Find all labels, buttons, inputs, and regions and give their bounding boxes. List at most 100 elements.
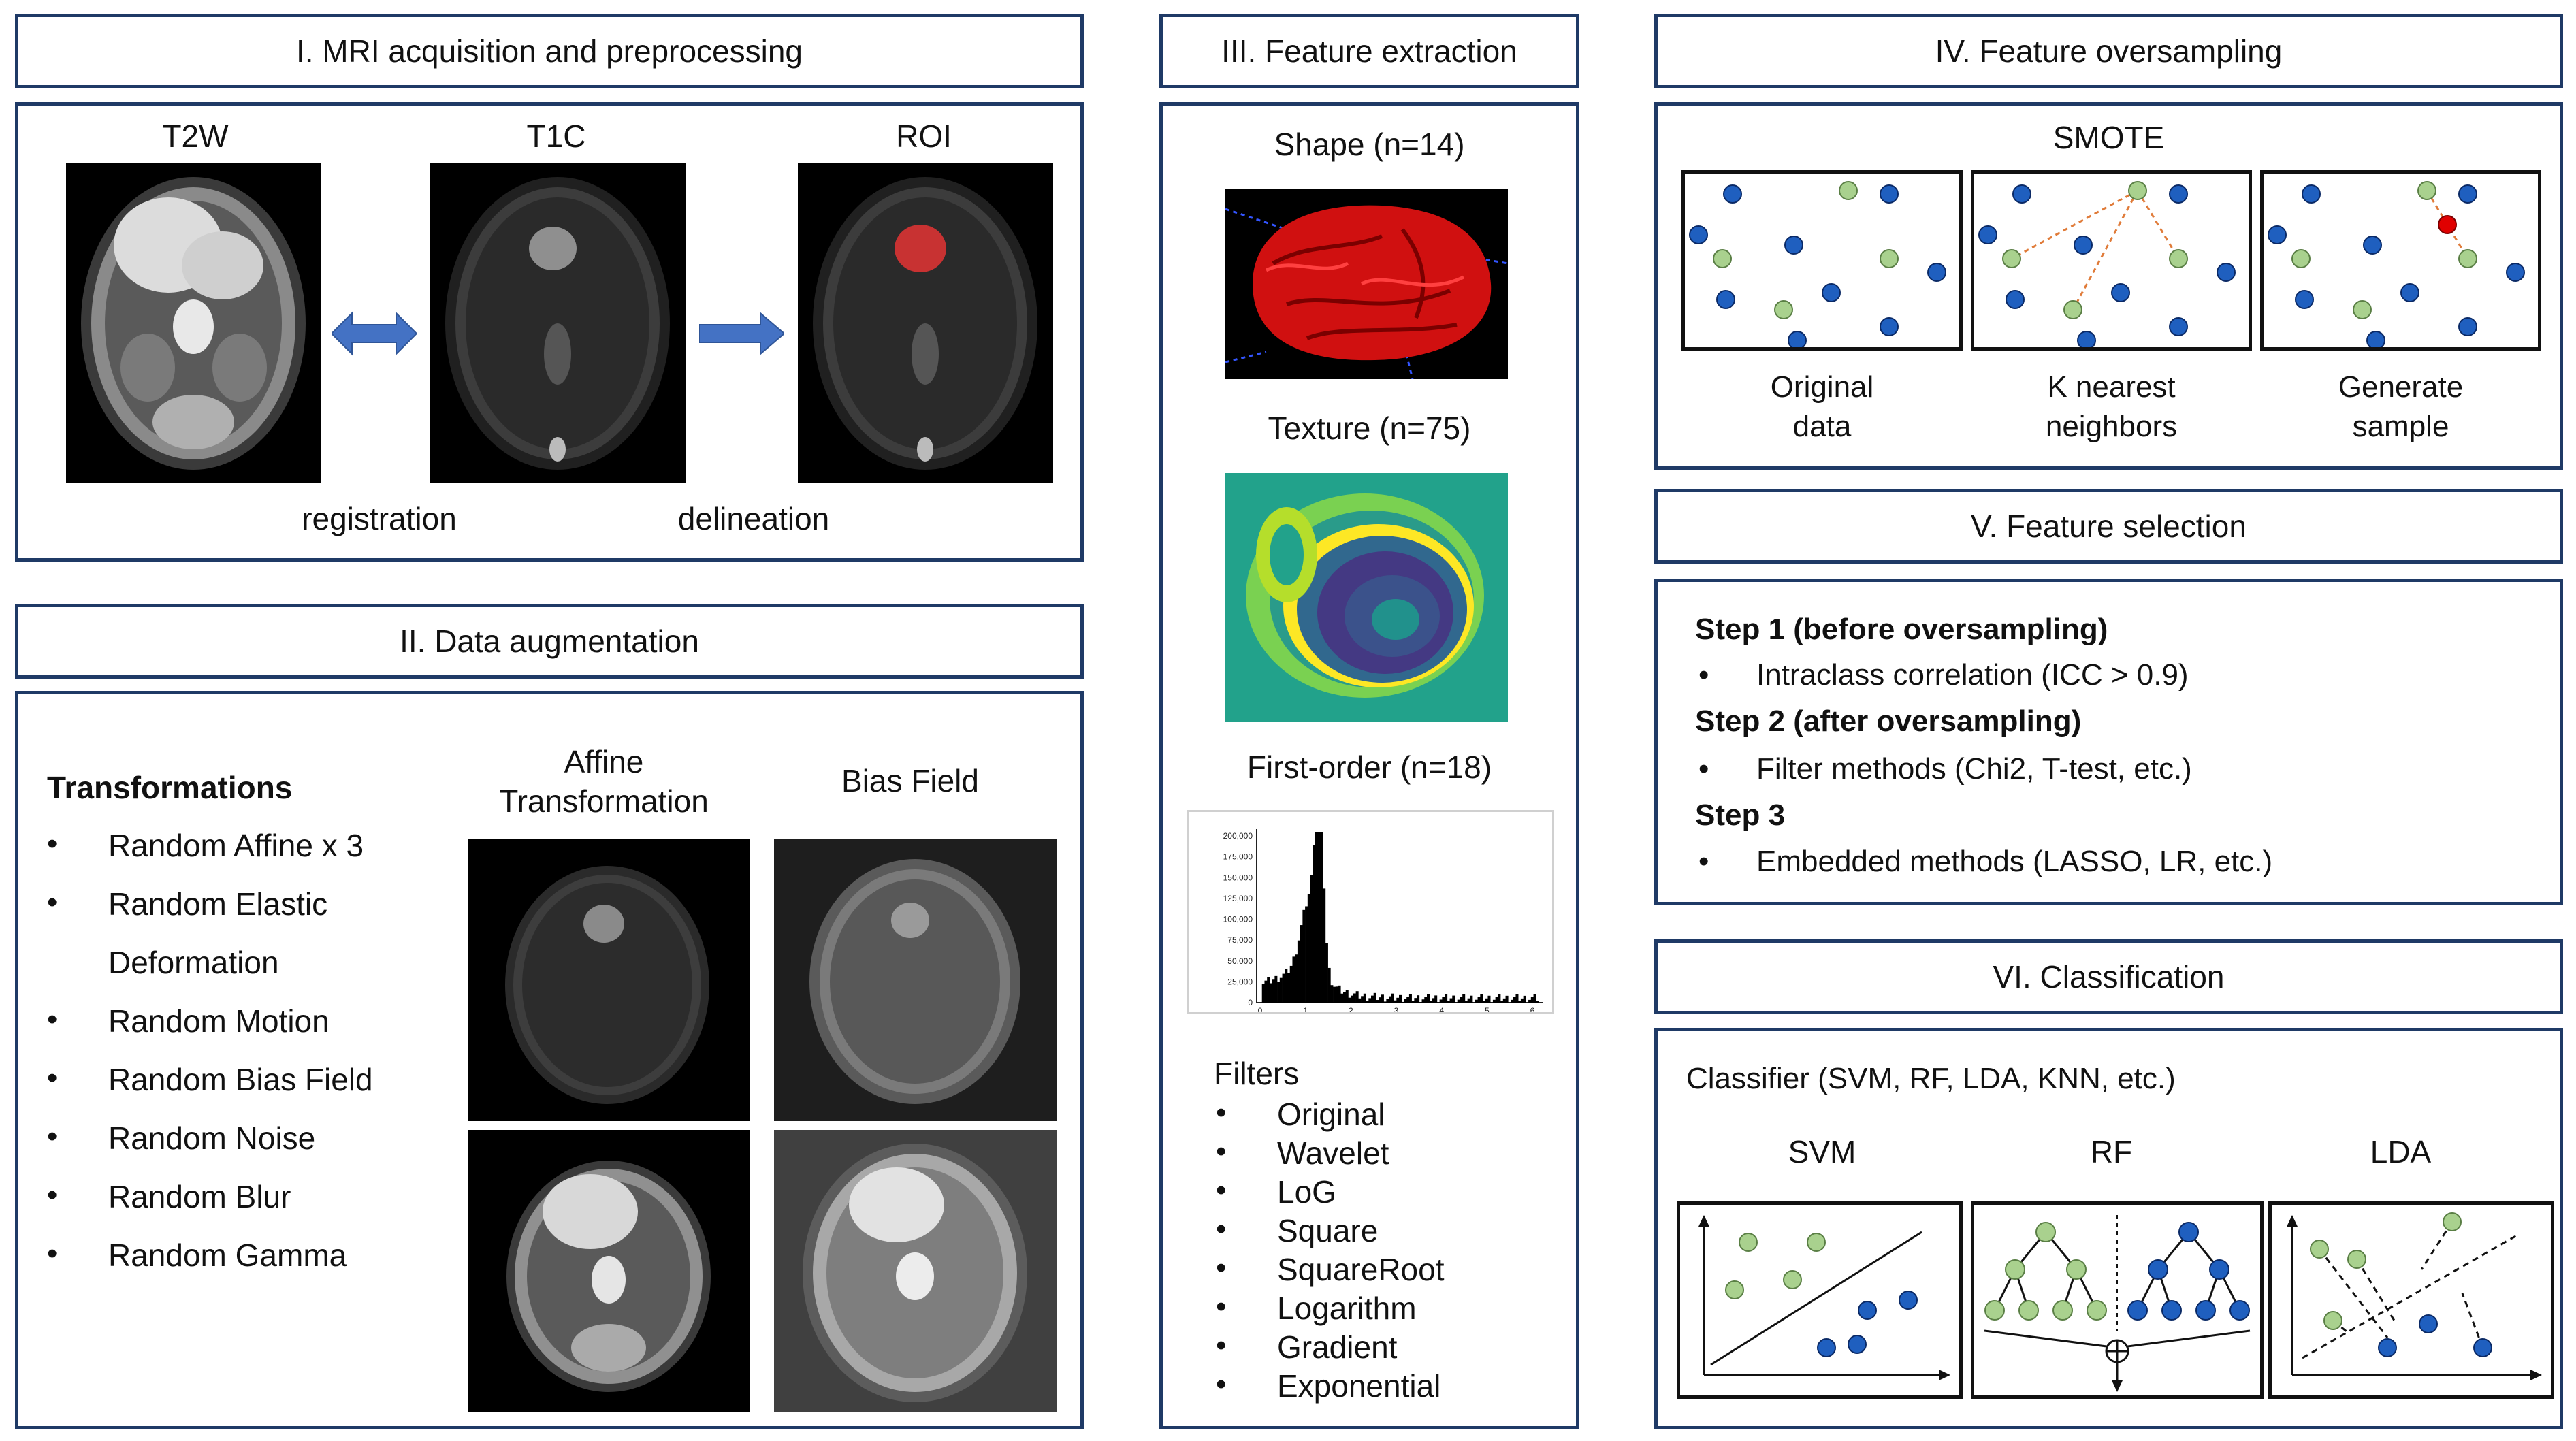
smote-minority-point [2128,181,2147,200]
histogram-bar [1305,906,1308,1003]
histogram-bar [1436,1002,1440,1003]
rf-vote-line-left [1984,1329,2118,1349]
smote-majority-point [2302,184,2321,204]
smote-minority-point [2169,249,2188,268]
lda-projection-line [2461,1293,2484,1348]
lda-class-a-point [2443,1212,2462,1231]
panel-features-body: Shape (n=14) Texture (n=75) First-order … [1159,102,1579,1429]
rf-tree-green-node [2066,1259,2087,1280]
smote-majority-point [1822,283,1841,302]
affine-column-title: Affine Transformation [454,742,754,821]
selection-step3-heading: Step 3 [1695,798,1786,832]
histogram-bar [1498,994,1501,1003]
histogram-bar [1289,965,1293,1003]
histogram-bar [1366,1001,1369,1003]
histogram-bar [1447,1001,1450,1003]
smote-minority-point [2458,249,2477,268]
lda-class-b-point [2473,1338,2492,1357]
lda-y-arrowhead [2287,1215,2298,1227]
panel-selection-header: V. Feature selection [1654,489,2563,564]
panel-oversampling-title: IV. Feature oversampling [1935,33,2283,69]
histogram-bar [1449,998,1453,1003]
panel-features-header: III. Feature extraction [1159,14,1579,88]
delineation-arrow-icon [699,311,784,356]
smote-minority-point [1880,249,1899,268]
svm-class-b-point [1858,1301,1877,1320]
transformation-bullet: • [47,827,58,860]
smote-step-generate: Generate sample [2260,368,2541,447]
transformation-item: Deformation [108,945,279,980]
first-order-label: First-order (n=18) [1246,749,1492,785]
model-label-rf: RF [2090,1134,2133,1169]
histogram-bar [1417,995,1420,1003]
affine-title-line1: Affine [564,744,644,779]
delineation-label: delineation [677,501,830,536]
histogram-bar [1282,973,1285,1003]
t1c-scan-image [430,163,686,483]
histogram-bar [1467,998,1470,1003]
panel-features-title: III. Feature extraction [1221,33,1517,69]
rf-tree-green-node [2087,1300,2107,1321]
filter-item: Logarithm [1277,1291,1417,1326]
histogram-bar [1518,1001,1522,1003]
svm-class-a-point [1739,1233,1758,1252]
histogram-bar [1261,984,1265,1003]
model-label-svm: SVM [1788,1134,1856,1169]
histogram-bar [1464,1001,1468,1003]
histogram-x-tick: 0 [1258,1006,1263,1012]
lda-class-a-point [2347,1250,2366,1269]
panel-classification-header: VI. Classification [1654,939,2563,1014]
transformation-item: Random Noise [108,1120,316,1156]
texture-map-image [1225,473,1508,722]
histogram-bar [1475,999,1478,1003]
histogram-bar [1391,993,1394,1003]
histogram-bar [1500,1001,1504,1003]
histogram-bar [1445,994,1448,1003]
histogram-bar [1310,875,1313,1003]
histogram-y-tick: 75,000 [1227,935,1253,945]
shape-label: Shape (n=14) [1274,127,1465,162]
histogram-bar [1327,967,1331,1003]
selection-step1-heading: Step 1 (before oversampling) [1695,613,2108,646]
lda-diagram [2268,1201,2554,1399]
histogram-bar [1376,1000,1379,1003]
histogram-bar [1424,997,1428,1003]
smote-generate-plot [2260,170,2541,351]
rf-tree-green-node [2052,1300,2073,1321]
histogram-bar [1406,997,1410,1003]
smote-majority-point [2268,225,2287,244]
histogram-bar [1399,994,1402,1003]
transformation-item: Random Elastic [108,886,328,922]
histogram-bar [1307,894,1310,1003]
smote-majority-point [2077,331,2096,350]
histogram-bar [1394,1000,1397,1003]
rf-vote-line-right [2116,1329,2251,1349]
selection-step2-heading: Step 2 (after oversampling) [1695,705,2082,738]
svm-class-a-point [1807,1233,1826,1252]
histogram-bar [1520,998,1524,1003]
registration-arrow-icon [332,311,417,356]
panel-augmentation-header: II. Data augmentation [15,604,1084,679]
svm-diagram [1677,1201,1963,1399]
histogram-bar [1287,973,1291,1003]
svm-class-a-point [1725,1280,1744,1299]
smote-minority-point [2417,181,2436,200]
panel-mri-body: T2W T1C ROI [15,102,1084,562]
histogram-bar [1351,995,1354,1003]
histogram-bar [1505,995,1509,1003]
smote-majority-point [2074,236,2093,255]
filter-item: Wavelet [1277,1135,1389,1171]
smote-majority-point [1978,225,1997,244]
transformations-heading: Transformations [47,770,293,805]
histogram-bar [1320,832,1323,1003]
label-t2w: T2W [162,118,229,154]
rf-tree-green-node [2035,1222,2056,1242]
smote-majority-point [2217,263,2236,282]
smote-minority-point [2063,300,2082,319]
histogram-y-tick: 0 [1248,998,1253,1007]
smote-majority-point [2295,290,2314,309]
histogram-y-tick: 175,000 [1223,852,1253,862]
histogram-bar [1511,999,1514,1003]
lda-class-a-point [2323,1311,2342,1330]
t2w-scan-image [66,163,321,483]
